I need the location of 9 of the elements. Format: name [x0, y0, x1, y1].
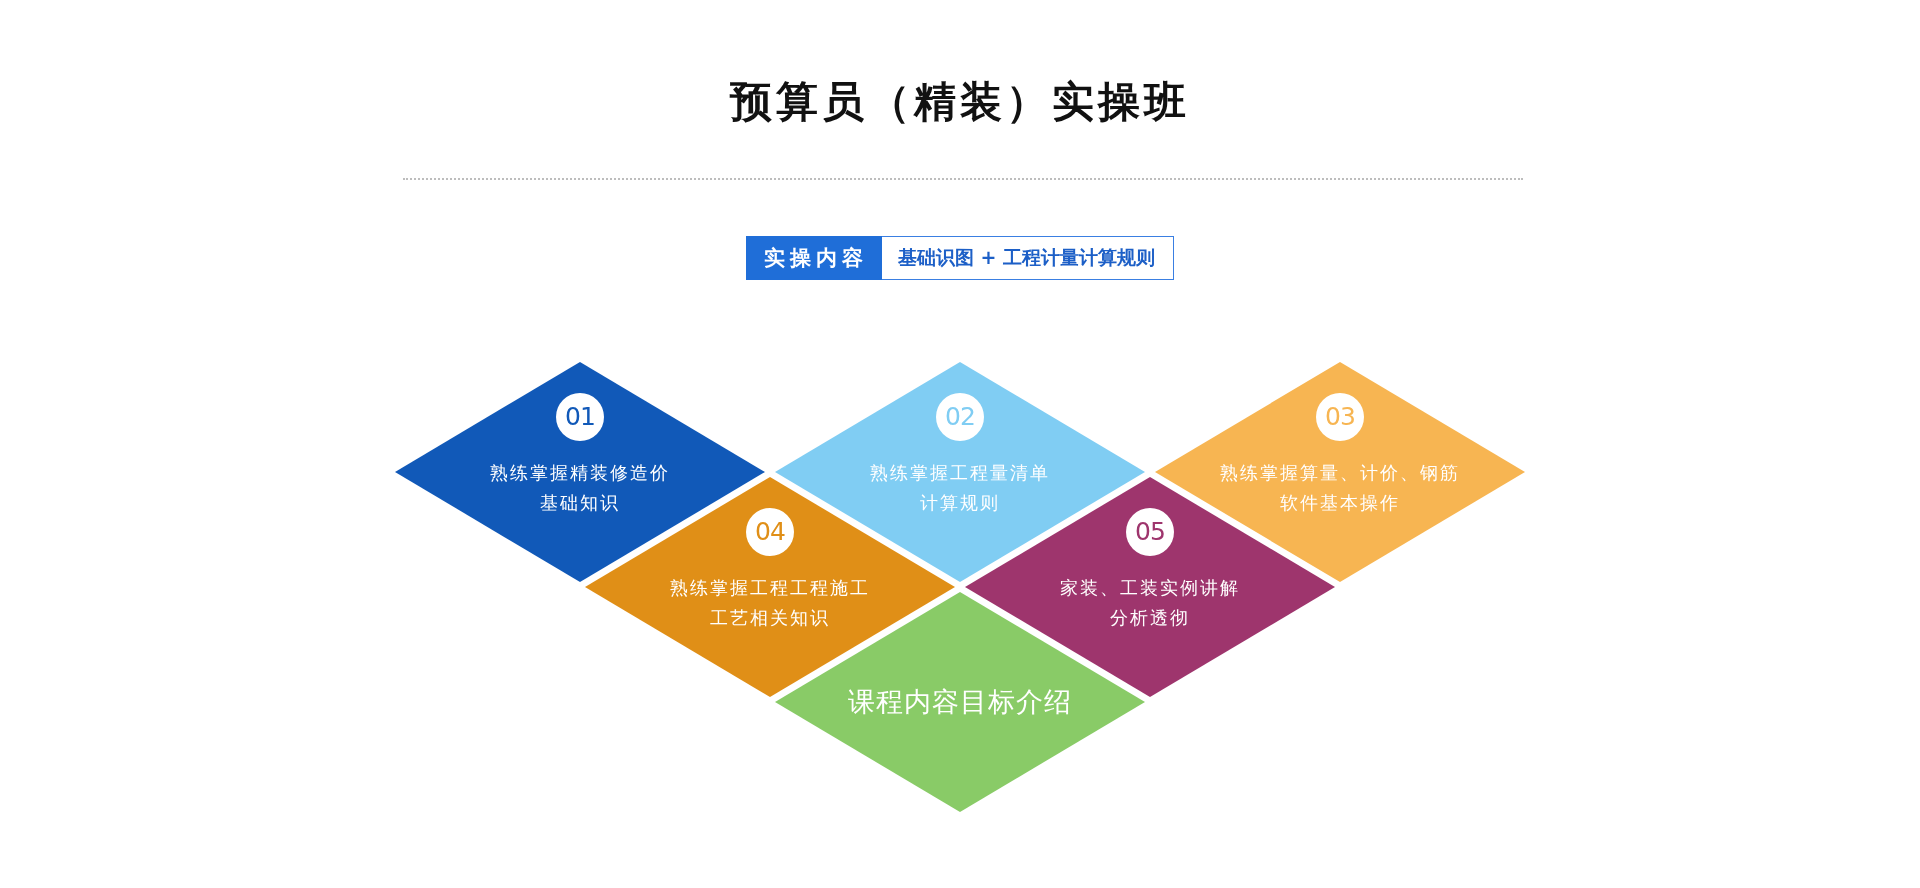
description-text: 课程内容目标介绍 [847, 685, 1073, 719]
topics-panel: 基础识图 + 工程计量计算规则 [881, 236, 1175, 280]
description-text: 熟练掌握精装修造价基础知识 [489, 461, 671, 515]
description-text: 熟练掌握算量、计价、钢筋软件基本操作 [1219, 461, 1461, 515]
description-text: 熟练掌握工程工程施工工艺相关知识 [669, 576, 871, 630]
page-title: 预算员（精装）实操班 [730, 76, 1190, 128]
section-tag: 实操内容 [745, 236, 882, 280]
description-text: 熟练掌握工程量清单计算规则 [869, 461, 1051, 515]
description-text: 家装、工装实例讲解分析透彻 [1059, 576, 1241, 630]
